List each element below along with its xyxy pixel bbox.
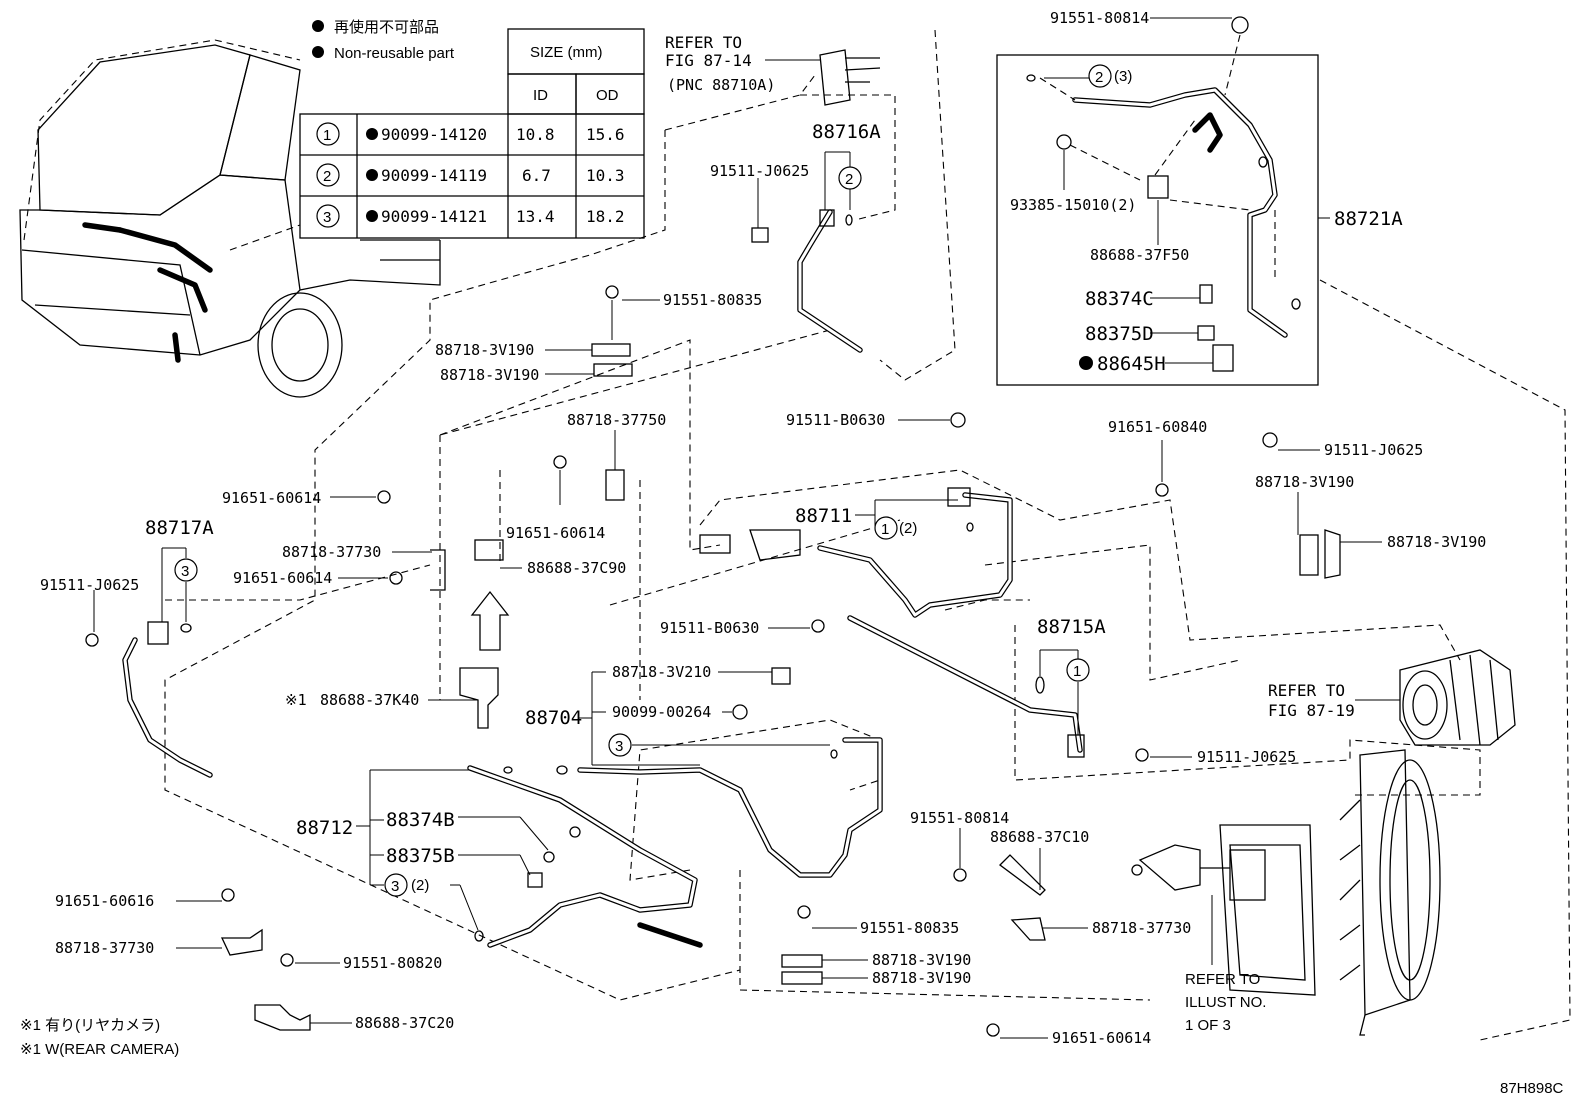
size-header: SIZE (mm) xyxy=(530,44,603,61)
label-88718-3V210: 88718-3V210 xyxy=(612,663,711,681)
row3-num: 3 xyxy=(323,209,331,226)
marker-2: 2 xyxy=(1095,69,1103,86)
label-88718-37730-b: 88718-37730 xyxy=(55,939,154,957)
label-93385-15010: 93385-15010(2) xyxy=(1010,196,1136,214)
label-91651-60840: 91651-60840 xyxy=(1108,418,1207,436)
label-91651-60614-b: 91651-60614 xyxy=(506,524,605,542)
qty-3: (3) xyxy=(1114,68,1132,85)
label-88688-37C20: 88688-37C20 xyxy=(355,1014,454,1032)
label-91651-60616: 91651-60616 xyxy=(55,892,154,910)
condenser-fan-illustration xyxy=(1131,749,1441,1036)
label-91551-80820: 91551-80820 xyxy=(343,954,442,972)
label-91551-80835-b: 91551-80835 xyxy=(860,919,959,937)
row1-od: 15.6 xyxy=(586,125,625,144)
label-88688-37F50: 88688-37F50 xyxy=(1090,246,1189,264)
non-reusable-bullet-icon xyxy=(1079,356,1093,370)
label-91651-60614-a: 91651-60614 xyxy=(222,489,321,507)
part-labels: 88716A 91511-J0625 91551-80835 88718-3V1… xyxy=(40,9,1486,1047)
label-91551-80814-b: 91551-80814 xyxy=(910,809,1009,827)
non-reusable-bullet-icon xyxy=(312,46,324,58)
label-88712: 88712 xyxy=(296,817,353,839)
assembly-guide-lines xyxy=(164,29,1571,1041)
label-88717A: 88717A xyxy=(145,517,214,539)
label-88718-3V190-e: 88718-3V190 xyxy=(1255,473,1354,491)
marker-1: 1 xyxy=(881,521,889,538)
label-91511-J0625-left: 91511-J0625 xyxy=(40,576,139,594)
diagram-code: 87H898C xyxy=(1500,1080,1564,1097)
legend-jp: 再使用不可部品 xyxy=(334,19,439,36)
label-88718-3V190-a: 88718-3V190 xyxy=(435,341,534,359)
circled-markers: 2 2 (3) 1 (2) 3 3 1 3 (2) xyxy=(174,64,1132,897)
row1-id: 10.8 xyxy=(516,125,555,144)
row2-id: 6.7 xyxy=(522,166,551,185)
vehicle-front-illustration xyxy=(19,39,441,398)
footnote-en: ※1 W(REAR CAMERA) xyxy=(20,1041,179,1058)
label-91511-J0625-right: 91511-J0625 xyxy=(1324,441,1423,459)
label-88718-3V190-c: 88718-3V190 xyxy=(872,951,971,969)
label-88718-37730-c: 88718-37730 xyxy=(1092,919,1191,937)
row2-num: 2 xyxy=(323,168,331,185)
legend-en: Non-reusable part xyxy=(334,45,455,62)
label-88718-37750: 88718-37750 xyxy=(567,411,666,429)
label-88375B: 88375B xyxy=(386,845,455,867)
refer-illust-line2: ILLUST NO. xyxy=(1185,994,1266,1011)
qty-2: (2) xyxy=(411,877,429,894)
col-id: ID xyxy=(533,87,548,104)
label-91511-J0625-mid: 91511-J0625 xyxy=(1197,748,1296,766)
refer-fig-87-19-line1: REFER TO xyxy=(1268,681,1345,700)
refer-fig-87-14-line3: (PNC 88710A) xyxy=(667,76,775,94)
label-88374B: 88374B xyxy=(386,809,455,831)
label-88721A: 88721A xyxy=(1334,208,1403,230)
label-91651-60614-d: 91651-60614 xyxy=(1052,1029,1151,1047)
row3-od: 18.2 xyxy=(586,207,625,226)
non-reusable-bullet-icon xyxy=(312,20,324,32)
compressor-illustration xyxy=(1399,649,1516,746)
label-88704: 88704 xyxy=(525,707,582,729)
row2-od: 10.3 xyxy=(586,166,625,185)
star-note-marker: ※1 xyxy=(285,691,307,709)
label-88718-3V190-b: 88718-3V190 xyxy=(440,366,539,384)
marker-2: 2 xyxy=(845,171,853,188)
label-88688-37K40: 88688-37K40 xyxy=(320,691,419,709)
row3-part: 90099-14121 xyxy=(381,207,487,226)
label-88375D: 88375D xyxy=(1085,323,1154,345)
marker-1: 1 xyxy=(1073,663,1081,680)
label-88688-37C10: 88688-37C10 xyxy=(990,828,1089,846)
legend-table: 再使用不可部品 Non-reusable part SIZE (mm) ID O… xyxy=(299,19,645,239)
row2-part: 90099-14119 xyxy=(381,166,487,185)
label-91511-B0630-b: 91511-B0630 xyxy=(660,619,759,637)
label-88374C: 88374C xyxy=(1085,288,1154,310)
refer-fig-87-14-line2: FIG 87-14 xyxy=(665,51,752,70)
refer-illust-line1: REFER TO xyxy=(1185,971,1260,988)
marker-3: 3 xyxy=(181,563,189,580)
label-88711: 88711 xyxy=(795,505,852,527)
label-91651-60614-c: 91651-60614 xyxy=(233,569,332,587)
leader-lines xyxy=(93,17,1400,1039)
refer-fig-87-14-line1: REFER TO xyxy=(665,33,742,52)
label-91551-80835-a: 91551-80835 xyxy=(663,291,762,309)
refer-fig-87-19-line2: FIG 87-19 xyxy=(1268,701,1355,720)
label-88718-3V190-f: 88718-3V190 xyxy=(1387,533,1486,551)
qty-2: (2) xyxy=(899,520,917,537)
col-od: OD xyxy=(596,87,619,104)
label-88716A: 88716A xyxy=(812,121,881,143)
label-90099-00264: 90099-00264 xyxy=(612,703,711,721)
marker-3: 3 xyxy=(391,878,399,895)
label-91511-B0630-a: 91511-B0630 xyxy=(786,411,885,429)
label-91551-80814-a: 91551-80814 xyxy=(1050,9,1149,27)
assembly-88721A-box xyxy=(996,54,1319,386)
label-88718-37730-a: 88718-37730 xyxy=(282,543,381,561)
label-91511-J0625-top: 91511-J0625 xyxy=(710,162,809,180)
marker-3: 3 xyxy=(615,738,623,755)
row3-id: 13.4 xyxy=(516,207,555,226)
row1-num: 1 xyxy=(323,127,331,144)
label-88718-3V190-d: 88718-3V190 xyxy=(872,969,971,987)
footnote-jp: ※1 有り(リヤカメラ) xyxy=(20,1017,160,1034)
label-88645H: 88645H xyxy=(1097,353,1166,375)
row1-part: 90099-14120 xyxy=(381,125,487,144)
label-88688-37C90: 88688-37C90 xyxy=(527,559,626,577)
label-88715A: 88715A xyxy=(1037,616,1106,638)
refer-illust-line3: 1 OF 3 xyxy=(1185,1017,1231,1034)
